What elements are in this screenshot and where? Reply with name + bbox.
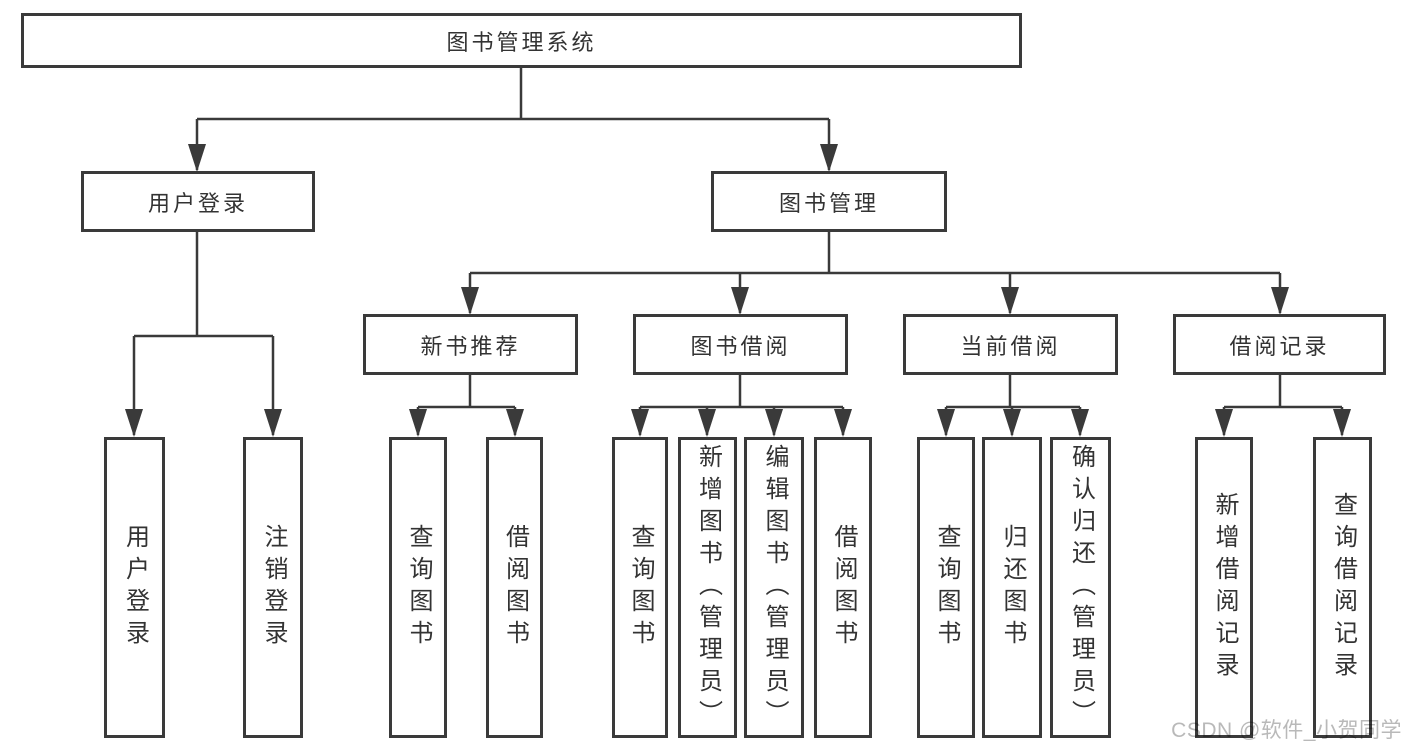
arrowhead: [731, 287, 749, 315]
leaf-label: 借阅图书: [501, 523, 529, 652]
leaf-edit-book-admin: 编辑图书（管理员）: [744, 437, 804, 738]
edge-book-borrow-children: [638, 375, 845, 435]
arrowhead: [506, 409, 524, 437]
edge-book-mgmt-children: [468, 232, 1282, 313]
edge-user-login-children: [132, 232, 275, 435]
arrowhead: [1333, 409, 1351, 437]
leaf-label: 查询借阅记录: [1329, 491, 1357, 684]
leaf-label: 编辑图书（管理员）: [761, 443, 788, 732]
node-user-login: 用户登录: [81, 171, 315, 232]
leaf-query-books-borrow: 查询图书: [612, 437, 668, 738]
node-new-book-recommend: 新书推荐: [363, 314, 578, 375]
arrowhead: [125, 409, 143, 437]
leaf-label: 归还图书: [999, 523, 1026, 652]
arrowhead: [698, 409, 716, 437]
leaf-label: 确认归还（管理员）: [1067, 443, 1095, 732]
leaf-query-books-current: 查询图书: [917, 437, 975, 738]
arrowhead: [937, 409, 955, 437]
leaf-query-books-recommend: 查询图书: [389, 437, 447, 738]
leaf-add-book-admin: 新增图书（管理员）: [678, 437, 737, 738]
node-book-borrow: 图书借阅: [633, 314, 848, 375]
leaf-label: 查询图书: [933, 523, 960, 652]
leaf-query-borrow-record: 查询借阅记录: [1313, 437, 1372, 738]
node-book-management: 图书管理: [711, 171, 947, 232]
edge-borrow-records-children: [1222, 375, 1344, 435]
leaf-borrow-books-recommend: 借阅图书: [486, 437, 543, 738]
leaf-label: 查询图书: [627, 523, 654, 652]
node-label: 借阅记录: [1229, 333, 1330, 359]
edge-new-book-children: [416, 375, 517, 435]
arrowhead: [1215, 409, 1233, 437]
node-current-borrow: 当前借阅: [903, 314, 1118, 375]
arrowhead: [834, 409, 852, 437]
node-label: 用户登录: [147, 190, 248, 216]
leaf-borrow-books-borrow: 借阅图书: [814, 437, 872, 738]
leaf-user-login: 用户登录: [104, 437, 165, 738]
arrowhead: [1003, 409, 1021, 437]
arrowhead: [1271, 287, 1289, 315]
leaf-return-book: 归还图书: [982, 437, 1042, 738]
node-label: 图书管理: [778, 190, 879, 216]
node-borrow-records: 借阅记录: [1173, 314, 1386, 375]
leaf-logout: 注销登录: [243, 437, 303, 738]
arrowhead: [461, 287, 479, 315]
arrowheads: [125, 144, 1351, 437]
arrowhead: [264, 409, 282, 437]
arrowhead: [765, 409, 783, 437]
leaf-label: 新增图书（管理员）: [694, 443, 722, 732]
leaf-confirm-return-admin: 确认归还（管理员）: [1050, 437, 1111, 738]
leaf-add-borrow-record: 新增借阅记录: [1195, 437, 1253, 738]
edge-root-to-level2: [195, 67, 831, 170]
leaf-label: 用户登录: [121, 523, 149, 652]
node-label: 图书借阅: [690, 333, 791, 359]
node-root-library-system: 图书管理系统: [21, 13, 1022, 68]
arrowhead: [820, 144, 838, 172]
csdn-watermark: CSDN @软件_小贺同学: [1171, 719, 1402, 742]
arrowhead: [409, 409, 427, 437]
leaf-label: 借阅图书: [830, 523, 857, 652]
leaf-label: 注销登录: [260, 523, 287, 652]
arrowhead: [188, 144, 206, 172]
node-label: 新书推荐: [420, 333, 521, 359]
leaf-label: 新增借阅记录: [1211, 491, 1238, 684]
arrowhead: [1001, 287, 1019, 315]
node-label: 图书管理系统: [446, 29, 597, 55]
leaf-label: 查询图书: [405, 523, 432, 652]
arrowhead: [1071, 409, 1089, 437]
arrowhead: [631, 409, 649, 437]
node-label: 当前借阅: [960, 333, 1061, 359]
